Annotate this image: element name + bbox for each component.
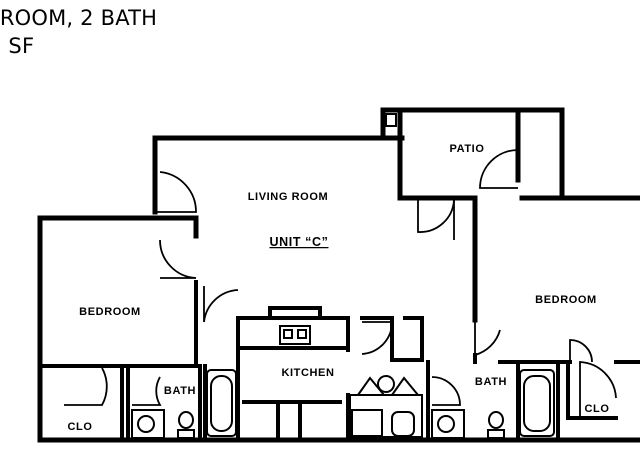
unit-label: UNIT “C” <box>270 235 329 249</box>
room-label-bedroom-left: BEDROOM <box>79 306 141 318</box>
doors <box>64 149 617 418</box>
room-label-living-room: LIVING ROOM <box>248 191 329 203</box>
interior-walls <box>38 280 640 442</box>
room-label-patio: PATIO <box>450 143 485 155</box>
room-label-bath-left: BATH <box>164 385 196 397</box>
fixtures <box>131 113 555 439</box>
room-labels: LIVING ROOM PATIO BEDROOM BEDROOM KITCHE… <box>67 143 609 433</box>
room-label-bath-right: BATH <box>475 376 507 388</box>
plan-area: 5 SF <box>0 34 35 58</box>
room-label-closet-right: CLO <box>584 403 609 415</box>
plan-title: EDROOM, 2 BATH <box>0 6 158 30</box>
room-label-closet-left: CLO <box>67 421 92 433</box>
room-label-bedroom-right: BEDROOM <box>535 294 597 306</box>
room-label-kitchen: KITCHEN <box>281 367 334 379</box>
